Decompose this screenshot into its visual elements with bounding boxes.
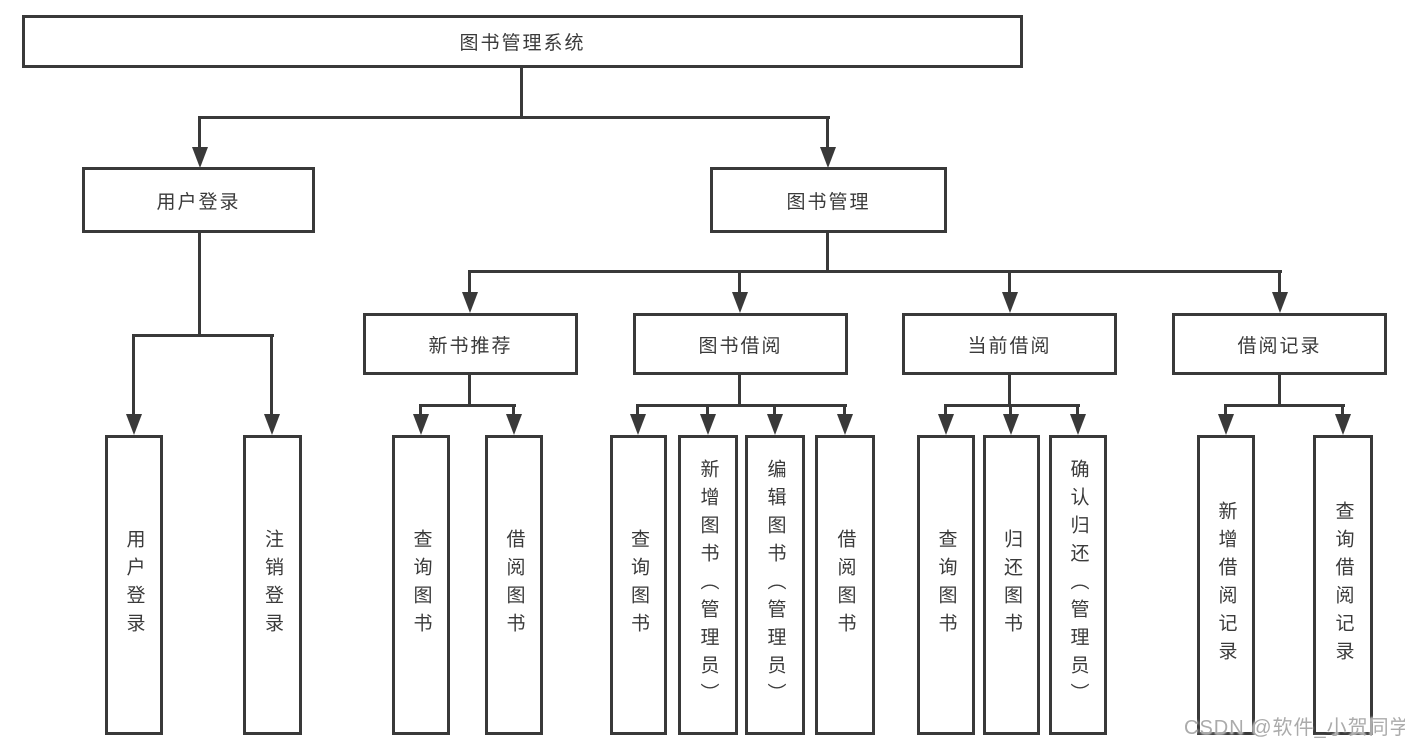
arrowhead-icon	[732, 292, 748, 313]
connector-line	[1278, 270, 1281, 293]
connector-line	[944, 404, 1080, 407]
arrowhead-icon	[192, 147, 208, 168]
connector-line	[1278, 372, 1281, 406]
node-library-system: 图书管理系统	[22, 15, 1023, 68]
connector-line	[738, 372, 741, 406]
leaf-user-login: 用户登录	[105, 435, 163, 735]
connector-line	[198, 116, 830, 119]
connector-line	[468, 372, 471, 406]
connector-line	[1341, 404, 1344, 416]
connector-line	[512, 404, 515, 416]
connector-line	[826, 116, 829, 148]
arrowhead-icon	[1272, 292, 1288, 313]
arrowhead-icon	[837, 414, 853, 435]
arrowhead-icon	[264, 414, 280, 435]
node-current-borrowing: 当前借阅	[902, 313, 1117, 375]
arrowhead-icon	[126, 414, 142, 435]
connector-line	[1009, 404, 1012, 416]
connector-line	[270, 334, 273, 416]
connector-line	[944, 404, 947, 416]
leaf-borrow-books: 借阅图书	[815, 435, 875, 735]
connector-line	[1224, 404, 1227, 416]
leaf-query-borrow-record: 查询借阅记录	[1313, 435, 1373, 735]
node-book-management: 图书管理	[710, 167, 947, 233]
arrowhead-icon	[820, 147, 836, 168]
leaf-query-books-borrowing: 查询图书	[610, 435, 667, 735]
leaf-logout: 注销登录	[243, 435, 302, 735]
leaf-return-books: 归还图书	[983, 435, 1040, 735]
connector-line	[198, 230, 201, 336]
node-book-borrowing: 图书借阅	[633, 313, 848, 375]
node-user-login: 用户登录	[82, 167, 315, 233]
connector-line	[773, 404, 776, 416]
connector-line	[132, 334, 135, 416]
connector-line	[738, 270, 741, 293]
arrowhead-icon	[506, 414, 522, 435]
leaf-edit-books-admin: 编辑图书（管理员）	[745, 435, 805, 735]
connector-line	[706, 404, 709, 416]
node-borrowing-records: 借阅记录	[1172, 313, 1387, 375]
connector-line	[843, 404, 846, 416]
node-new-book-recommend: 新书推荐	[363, 313, 578, 375]
connector-line	[1076, 404, 1079, 416]
arrowhead-icon	[1002, 292, 1018, 313]
leaf-borrow-books-recommend: 借阅图书	[485, 435, 543, 735]
arrowhead-icon	[767, 414, 783, 435]
leaf-add-borrow-record: 新增借阅记录	[1197, 435, 1255, 735]
leaf-query-books-current: 查询图书	[917, 435, 975, 735]
connector-line	[636, 404, 639, 416]
connector-line	[1008, 372, 1011, 406]
arrowhead-icon	[1218, 414, 1234, 435]
arrowhead-icon	[700, 414, 716, 435]
connector-line	[419, 404, 516, 407]
leaf-add-books-admin: 新增图书（管理员）	[678, 435, 738, 735]
leaf-confirm-return-admin: 确认归还（管理员）	[1049, 435, 1107, 735]
connector-line	[468, 270, 471, 293]
watermark: CSDN @软件_小贺同学	[1184, 717, 1405, 739]
arrowhead-icon	[1003, 414, 1019, 435]
connector-line	[520, 66, 523, 118]
arrowhead-icon	[938, 414, 954, 435]
connector-line	[198, 116, 201, 148]
arrowhead-icon	[413, 414, 429, 435]
arrowhead-icon	[462, 292, 478, 313]
connector-line	[636, 404, 847, 407]
connector-line	[468, 270, 1282, 273]
connector-line	[1224, 404, 1345, 407]
arrowhead-icon	[1070, 414, 1086, 435]
connector-line	[132, 334, 274, 337]
connector-line	[1008, 270, 1011, 293]
arrowhead-icon	[630, 414, 646, 435]
leaf-query-books-recommend: 查询图书	[392, 435, 450, 735]
connector-line	[826, 230, 829, 272]
arrowhead-icon	[1335, 414, 1351, 435]
connector-line	[419, 404, 422, 416]
